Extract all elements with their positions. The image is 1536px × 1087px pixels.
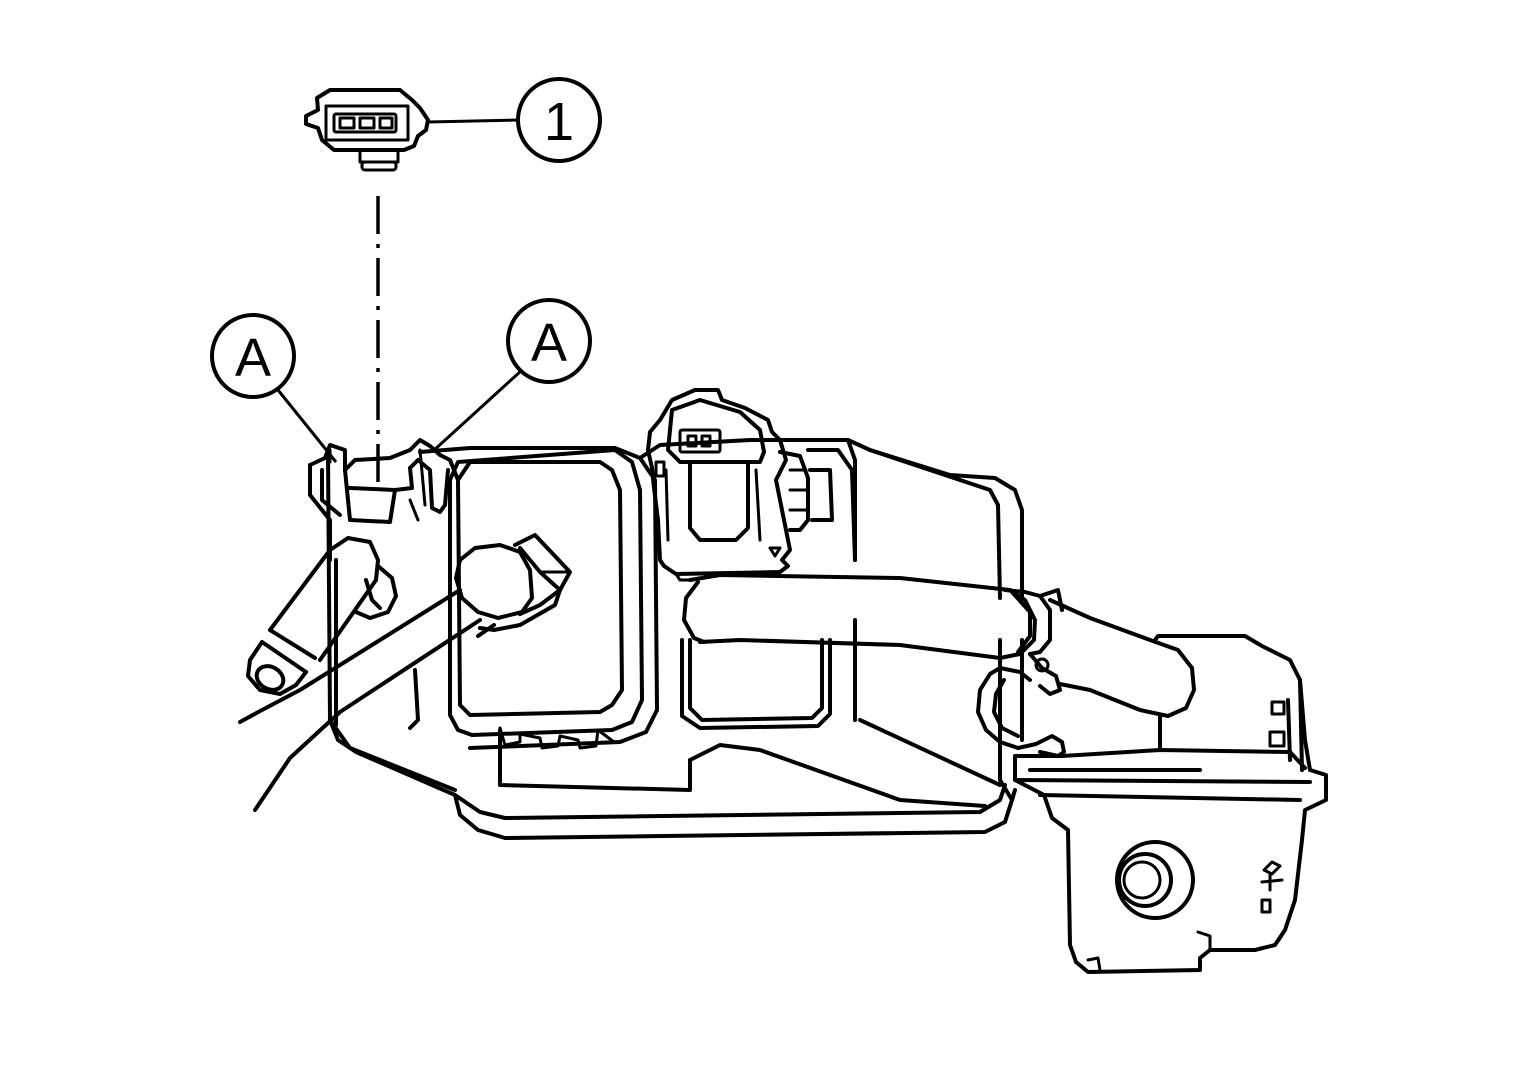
callout-part-1: 1 (516, 77, 602, 163)
callout-label-clip-right: A (531, 313, 567, 373)
leader-line-part-1 (427, 118, 519, 124)
callout-clip-right: A (506, 298, 592, 384)
main-housing-assembly (238, 388, 1328, 974)
loose-connector-part-1 (304, 88, 430, 172)
callout-label-clip-left: A (235, 328, 271, 388)
callout-label-part-1: 1 (544, 92, 574, 152)
leader-line-clip-right (430, 368, 524, 454)
callout-clip-left: A (210, 313, 296, 399)
